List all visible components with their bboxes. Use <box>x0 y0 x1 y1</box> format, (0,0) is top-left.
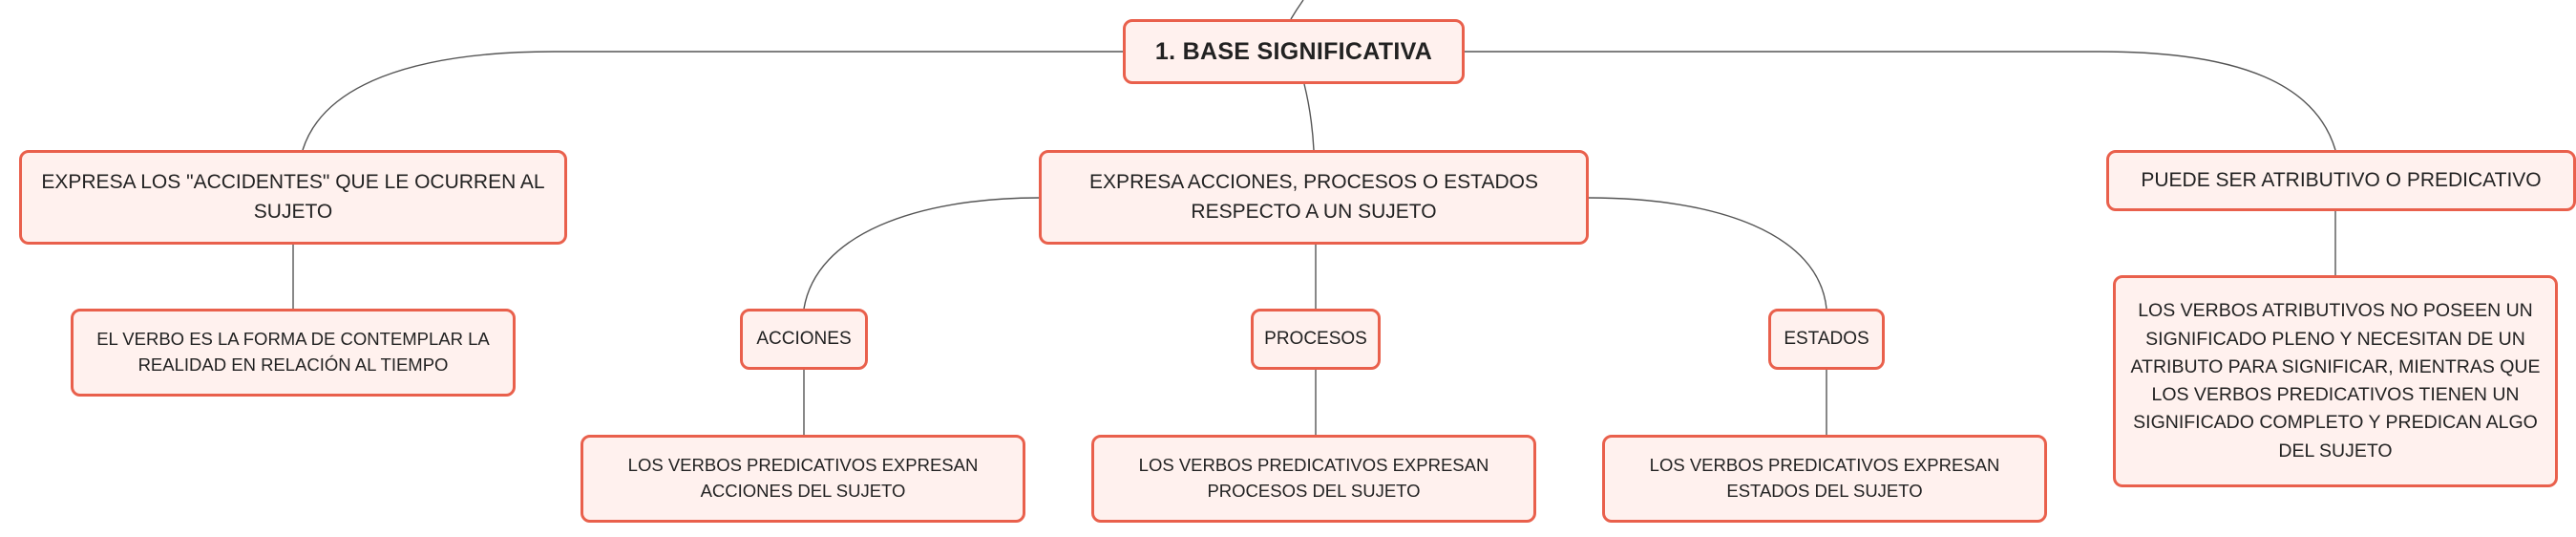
acciones-label: ACCIONES <box>756 329 852 350</box>
estados-label: ESTADOS <box>1784 329 1869 350</box>
procesos-label: PROCESOS <box>1264 329 1367 350</box>
branch-acciones-procesos-estados-label: EXPRESA ACCIONES, PROCESOS O ESTADOS RES… <box>1089 171 1538 223</box>
leaf-tiempo-label: EL VERBO ES LA FORMA DE CONTEMPLAR LA RE… <box>96 329 490 375</box>
leaf-acciones-node[interactable]: LOS VERBOS PREDICATIVOS EXPRESAN ACCIONE… <box>581 435 1025 523</box>
leaf-procesos-label: LOS VERBOS PREDICATIVOS EXPRESAN PROCESO… <box>1138 455 1489 501</box>
root-node-label: 1. BASE SIGNIFICATIVA <box>1154 37 1433 65</box>
leaf-acciones-label: LOS VERBOS PREDICATIVOS EXPRESAN ACCIONE… <box>627 455 979 501</box>
connector-center-estados <box>1588 197 1827 310</box>
acciones-node[interactable]: ACCIONES <box>740 309 868 370</box>
estados-node[interactable]: ESTADOS <box>1768 309 1885 370</box>
leaf-estados-node[interactable]: LOS VERBOS PREDICATIVOS EXPRESAN ESTADOS… <box>1602 435 2047 523</box>
leaf-atributivos-label: LOS VERBOS ATRIBUTIVOS NO POSEEN UN SIGN… <box>2130 300 2541 462</box>
leaf-estados-label: LOS VERBOS PREDICATIVOS EXPRESAN ESTADOS… <box>1649 455 2000 501</box>
leaf-procesos-node[interactable]: LOS VERBOS PREDICATIVOS EXPRESAN PROCESO… <box>1091 435 1536 523</box>
branch-atributivo-predicativo-label: PUEDE SER ATRIBUTIVO O PREDICATIVO <box>2141 168 2542 191</box>
connector-center-acciones <box>803 197 1040 310</box>
leaf-atributivos-node[interactable]: LOS VERBOS ATRIBUTIVOS NO POSEEN UN SIGN… <box>2113 275 2558 487</box>
branch-accidentes-node[interactable]: EXPRESA LOS "ACCIDENTES" QUE LE OCURREN … <box>19 150 567 245</box>
connector-parent-root <box>1290 0 1304 20</box>
leaf-tiempo-node[interactable]: EL VERBO ES LA FORMA DE CONTEMPLAR LA RE… <box>71 309 516 397</box>
procesos-node[interactable]: PROCESOS <box>1251 309 1381 370</box>
connector-root-center <box>1303 83 1315 151</box>
branch-accidentes-label: EXPRESA LOS "ACCIDENTES" QUE LE OCURREN … <box>41 171 545 223</box>
branch-atributivo-predicativo-node[interactable]: PUEDE SER ATRIBUTIVO O PREDICATIVO <box>2106 150 2576 211</box>
branch-acciones-procesos-estados-node[interactable]: EXPRESA ACCIONES, PROCESOS O ESTADOS RES… <box>1039 150 1589 245</box>
connector-root-left <box>302 51 1123 151</box>
connector-root-right <box>1465 51 2336 151</box>
root-node[interactable]: 1. BASE SIGNIFICATIVA <box>1123 19 1465 84</box>
